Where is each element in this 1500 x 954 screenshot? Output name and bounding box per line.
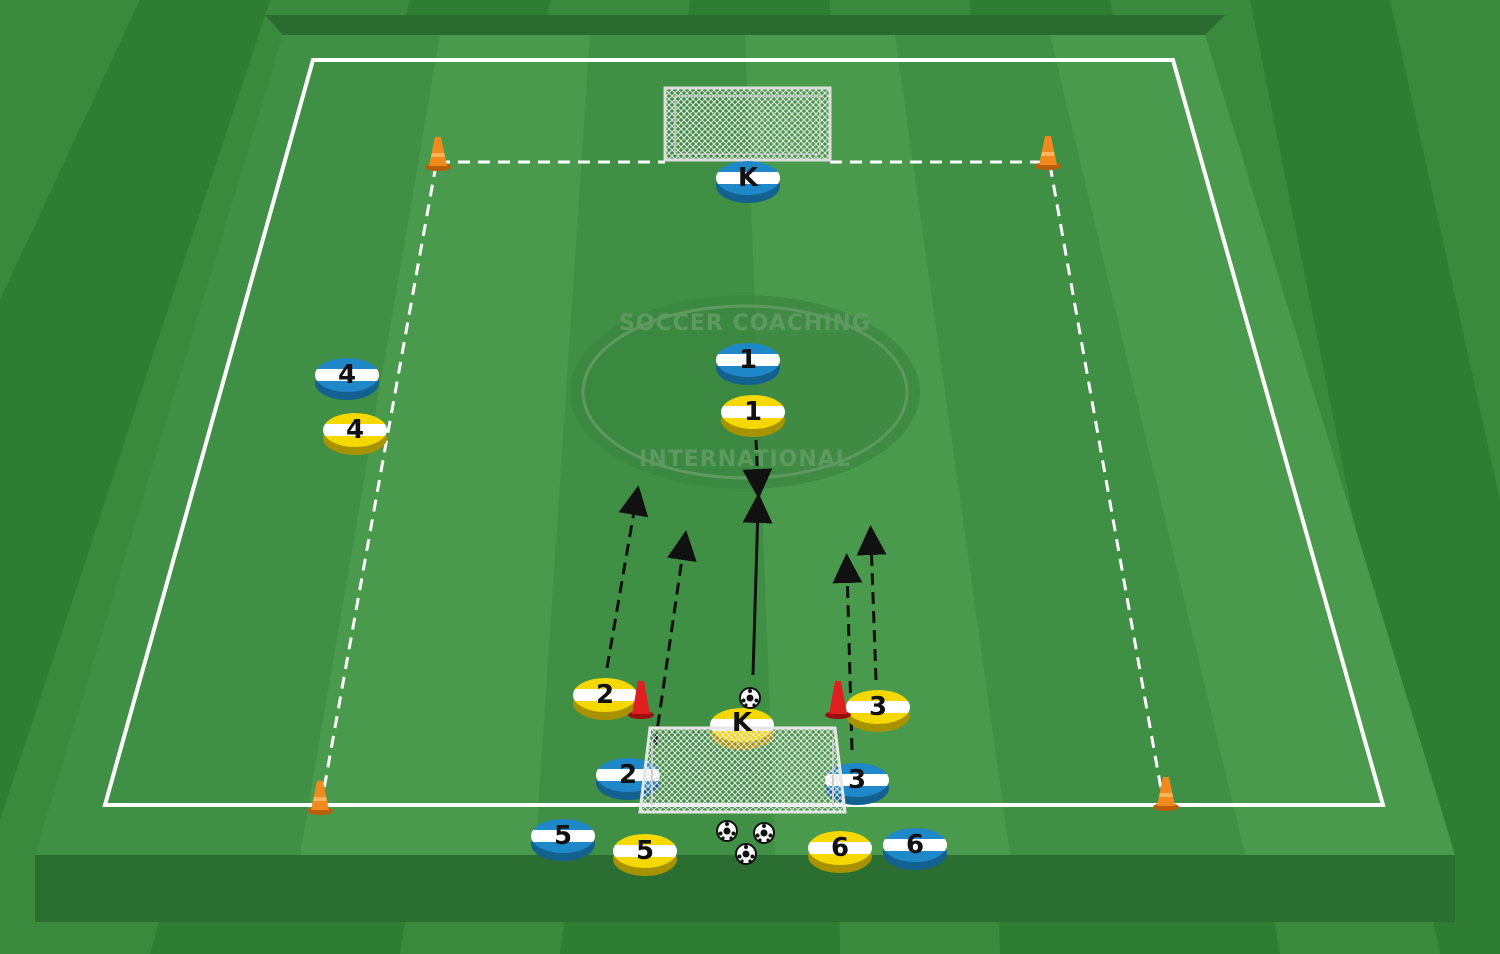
- run-arrow: [856, 525, 887, 681]
- bottom-goal: [638, 726, 847, 814]
- player-label: 4: [346, 415, 364, 445]
- player-label: 2: [596, 680, 614, 710]
- player-blue-keeper[interactable]: K: [716, 161, 780, 203]
- player-blue-5[interactable]: 5: [531, 819, 595, 861]
- player-label: 1: [744, 397, 762, 427]
- player-label: 5: [554, 821, 572, 851]
- pitch-front-edge: [35, 855, 1455, 922]
- player-label: 6: [906, 830, 924, 860]
- player-blue-6[interactable]: 6: [883, 828, 947, 870]
- pass-arrow: [742, 493, 773, 676]
- run-arrow: [742, 439, 773, 499]
- player-label: 3: [869, 692, 887, 722]
- player-label: 6: [831, 833, 849, 863]
- player-yellow-5[interactable]: 5: [613, 834, 677, 876]
- player-blue-4[interactable]: 4: [315, 358, 379, 400]
- soccer-ball-icon: [739, 687, 761, 709]
- player-blue-1[interactable]: 1: [716, 343, 780, 385]
- field-boundary: [102, 58, 1386, 807]
- dashed-area-boundary: [320, 160, 1165, 801]
- player-label: K: [732, 708, 753, 738]
- run-arrow: [605, 485, 649, 669]
- watermark-line2: INTERNATIONAL: [639, 447, 851, 472]
- soccer-ball-icon: [735, 843, 757, 865]
- player-label: 2: [619, 760, 637, 790]
- player-label: 3: [848, 765, 866, 795]
- player-label: K: [738, 163, 759, 193]
- player-yellow-4[interactable]: 4: [323, 413, 387, 455]
- watermark-line1: SOCCER COACHING: [619, 311, 871, 336]
- player-yellow-1[interactable]: 1: [721, 395, 785, 437]
- player-yellow-6[interactable]: 6: [808, 831, 872, 873]
- player-label: 4: [338, 360, 356, 390]
- player-yellow-2[interactable]: 2: [573, 678, 637, 720]
- player-yellow-3[interactable]: 3: [846, 690, 910, 732]
- watermark-logo: SOCCER COACHING INTERNATIONAL: [570, 295, 920, 489]
- player-label: 5: [636, 836, 654, 866]
- run-arrow: [653, 530, 697, 746]
- player-label: 1: [739, 345, 757, 375]
- soccer-ball-icon: [753, 822, 775, 844]
- soccer-ball-icon: [716, 820, 738, 842]
- top-goal: [663, 86, 832, 162]
- pitch-back-edge: [265, 15, 1225, 35]
